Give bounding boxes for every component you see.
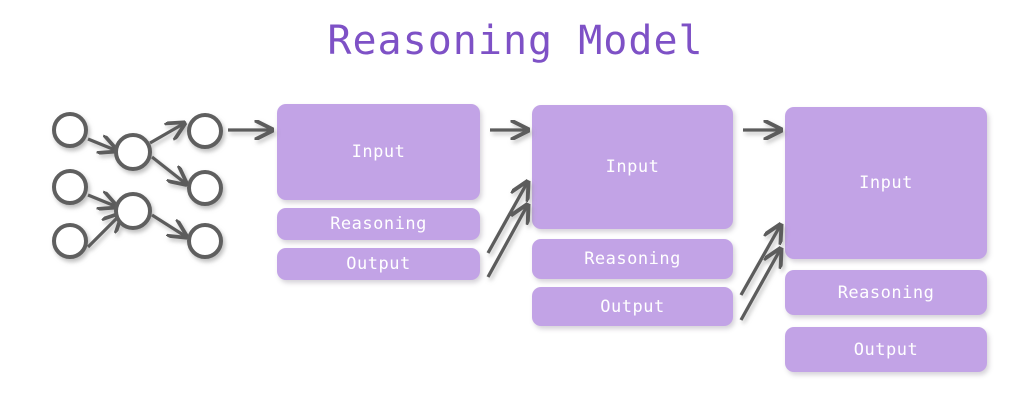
nn-node-out-2 xyxy=(187,223,223,259)
nn-node-hid-1 xyxy=(114,192,152,230)
stage-3-input-label: Input xyxy=(859,173,913,193)
page-title: Reasoning Model xyxy=(327,18,704,64)
nn-node-in-0 xyxy=(52,112,88,148)
nn-edges xyxy=(86,124,185,249)
nn-node-hid-0 xyxy=(114,133,152,171)
stage-3-input-box[interactable]: Input xyxy=(785,107,987,259)
arrow-stage-1-reasoning-to-stage-2-input xyxy=(486,183,527,254)
stage-2-input-label: Input xyxy=(605,157,660,177)
arrow-stage-1-output-to-stage-2-input xyxy=(486,206,527,278)
stage-2-output-label: Output xyxy=(600,296,665,317)
nn-node-in-2 xyxy=(52,223,88,259)
stage-2-input-box[interactable]: Input xyxy=(532,105,733,229)
stage-3-output-label: Output xyxy=(853,339,919,360)
arrow-stage-2-output-to-stage-3-input xyxy=(739,250,780,321)
stage-2-reasoning-label: Reasoning xyxy=(584,249,681,269)
nn-node-in-1 xyxy=(52,169,88,205)
arrow-stage-2-reasoning-to-stage-3-input xyxy=(739,226,780,296)
stage-1-output-label: Output xyxy=(346,254,411,274)
stage-2-output-box[interactable]: Output xyxy=(532,287,733,326)
stage-1-reasoning-label: Reasoning xyxy=(330,214,427,234)
stage-3-reasoning-box[interactable]: Reasoning xyxy=(785,270,987,315)
stage-3-output-box[interactable]: Output xyxy=(785,327,987,372)
stage-1-reasoning-box[interactable]: Reasoning xyxy=(277,208,480,240)
nn-node-out-1 xyxy=(187,170,223,206)
stage-1-input-label: Input xyxy=(351,142,406,162)
stage-1-input-box[interactable]: Input xyxy=(277,104,480,200)
nn-node-out-0 xyxy=(187,113,223,149)
stage-3-reasoning-label: Reasoning xyxy=(837,282,935,303)
neural-network-glyph xyxy=(52,112,223,259)
stage-1-output-box[interactable]: Output xyxy=(277,248,480,280)
stage-2-reasoning-box[interactable]: Reasoning xyxy=(532,239,733,279)
